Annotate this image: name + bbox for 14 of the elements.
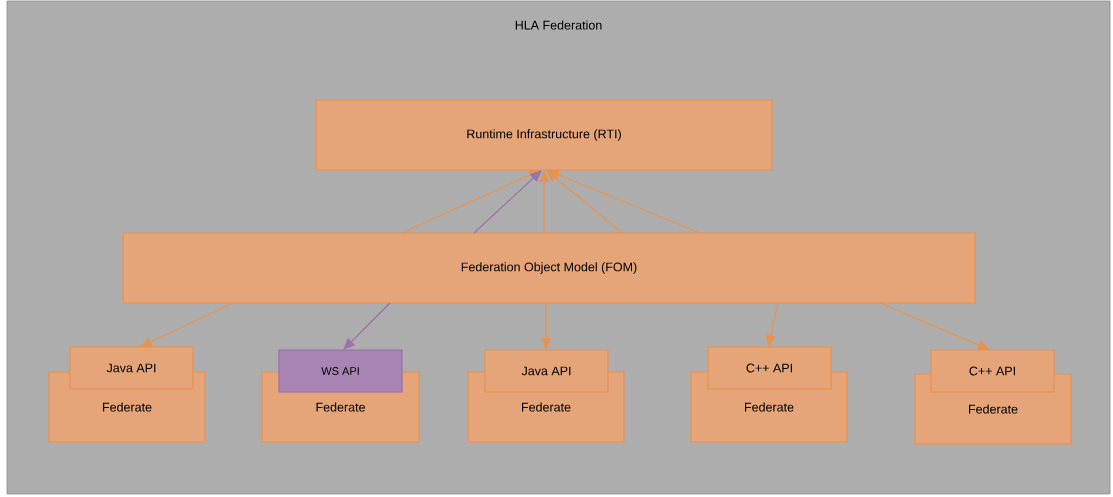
arrow: [343, 302, 391, 350]
arrow: [140, 302, 234, 347]
api-box: WS API: [278, 349, 403, 393]
layer-box: Runtime Infrastructure (RTI): [315, 99, 773, 171]
arrow: [401, 170, 541, 234]
arrow: [473, 170, 542, 234]
arrow: [547, 169, 701, 234]
layer-box: Federation Object Model (FOM): [122, 232, 976, 304]
arrow: [765, 302, 779, 347]
api-box: Java API: [484, 349, 609, 393]
api-box: C++ API: [930, 349, 1055, 393]
api-box: Java API: [69, 346, 194, 390]
api-box: C++ API: [707, 346, 832, 390]
arrow: [879, 302, 990, 351]
